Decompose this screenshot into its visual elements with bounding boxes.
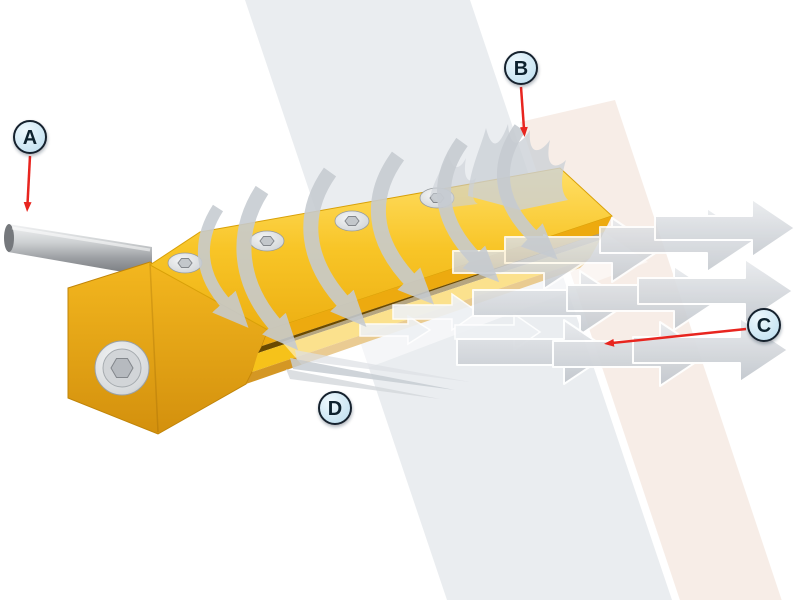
- curved-flow-arrow: [437, 137, 500, 283]
- callout-d: D: [318, 391, 352, 425]
- curved-flow-arrow: [197, 204, 249, 328]
- flow-arrow: [637, 258, 794, 324]
- hex-socket-icon: [110, 358, 134, 378]
- callout-b-badge: [504, 51, 538, 85]
- tube-highlight: [11, 226, 151, 252]
- callout-d-label: D: [328, 398, 342, 420]
- flow-arrow: [632, 317, 789, 383]
- air-streak: [295, 350, 470, 382]
- curved-flow-arrow: [370, 151, 434, 305]
- entrained-air-arrows: [197, 124, 558, 351]
- callout-c: C: [747, 308, 781, 342]
- hex-screw-large: [94, 340, 150, 396]
- underside-air-streaks: [286, 350, 470, 399]
- pointer-arrow-b: [519, 86, 528, 137]
- hex-screw-top-3: [334, 210, 370, 232]
- tube-body: [8, 224, 152, 277]
- air-inlet-tube: [4, 224, 152, 277]
- pointer-arrow-a: [23, 155, 32, 212]
- curved-flow-arrow: [303, 167, 367, 327]
- hex-socket-icon: [259, 236, 275, 246]
- hex-screw-top-2: [249, 230, 285, 252]
- air-wisp: [468, 124, 568, 210]
- callout-a-badge: [13, 120, 47, 154]
- flow-arrow: [654, 198, 796, 258]
- air-streak: [290, 358, 455, 390]
- hex-socket-icon: [177, 258, 193, 268]
- hex-screw-top-1: [167, 252, 203, 274]
- callout-a-label: A: [23, 127, 37, 149]
- callout-a: A: [13, 120, 47, 154]
- callout-d-badge: [318, 391, 352, 425]
- curved-flow-arrow: [496, 124, 558, 260]
- callout-c-badge: [747, 308, 781, 342]
- tube-end-cap: [4, 224, 14, 252]
- curved-flow-arrow: [236, 185, 299, 351]
- callout-b-label: B: [514, 58, 528, 80]
- callout-b: B: [504, 51, 538, 85]
- arrow-row-middle: [472, 258, 794, 336]
- body-edge-line: [149, 262, 159, 433]
- flow-arrow: [392, 292, 480, 332]
- pointer-arrow-c: [604, 327, 747, 347]
- callout-c-label: C: [757, 315, 771, 337]
- air-streak: [286, 369, 440, 399]
- hex-socket-icon: [344, 216, 360, 226]
- pointer-arrows: [23, 86, 747, 347]
